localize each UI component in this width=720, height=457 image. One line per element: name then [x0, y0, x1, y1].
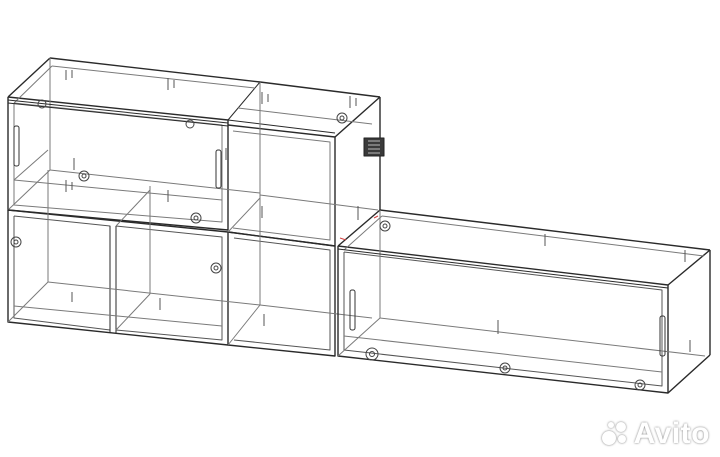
cabinet-bottom-cube	[227, 195, 373, 357]
shelf-pins	[65, 70, 691, 352]
connector-block	[363, 137, 385, 157]
cabinet-top-cube	[227, 81, 381, 247]
door-handles	[13, 125, 666, 357]
accent-marks	[339, 215, 379, 241]
cabinet-long-low	[337, 209, 711, 394]
hinge-fittings	[10, 99, 646, 391]
avito-watermark: Avito	[600, 417, 710, 451]
watermark-text: Avito	[633, 417, 710, 450]
avito-dots-icon	[600, 419, 630, 449]
cabinet-top-left	[7, 57, 261, 231]
